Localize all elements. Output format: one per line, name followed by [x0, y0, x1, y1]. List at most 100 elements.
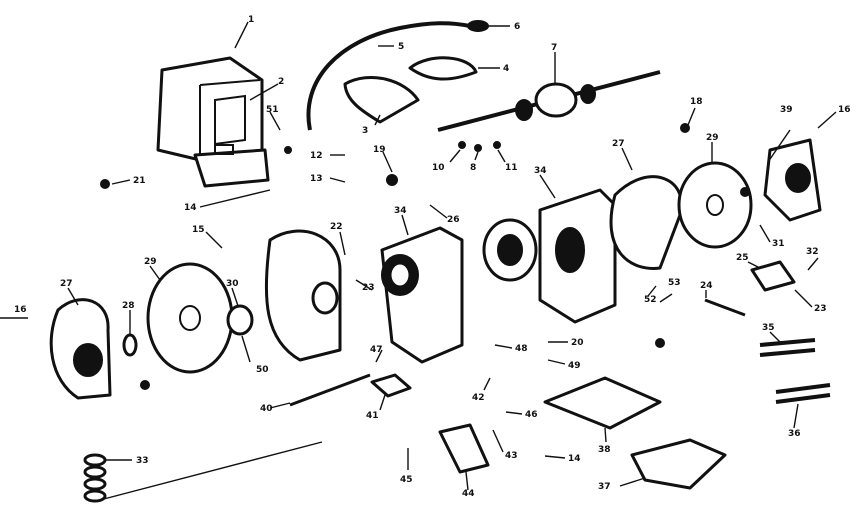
label-47-text: 47 [370, 345, 383, 355]
label-19: 19 [373, 145, 393, 173]
label-16a: 16 [0, 305, 28, 319]
label-23a: 23 [355, 279, 375, 293]
label-41: 41 [366, 394, 386, 421]
label-5: 5 [378, 42, 404, 52]
label-48-text: 48 [515, 344, 528, 354]
label-5-text: 5 [398, 42, 404, 52]
part-tray [630, 438, 727, 490]
part-motor-cover [156, 56, 270, 188]
label-25: 25 [736, 253, 761, 269]
label-6-text: 6 [514, 22, 520, 32]
label-29b: 29 [706, 133, 719, 163]
part-tool-rest-rod [704, 298, 746, 317]
label-35-text: 35 [762, 323, 775, 333]
label-13-text: 13 [310, 174, 323, 184]
label-3: 3 [362, 114, 381, 136]
label-28: 28 [122, 301, 135, 336]
part-washer-left [122, 333, 138, 357]
label-52: 52 [644, 293, 673, 305]
label-29a: 29 [144, 257, 161, 281]
label-14a-text: 14 [184, 203, 197, 213]
part-flange-left [226, 304, 254, 336]
label-30-text: 30 [226, 279, 239, 289]
label-49-text: 49 [568, 361, 581, 371]
label-40: 40 [260, 402, 291, 414]
label-20-text: 20 [571, 338, 584, 348]
label-36-text: 36 [788, 429, 801, 439]
label-23b: 23 [794, 289, 827, 314]
label-29b-text: 29 [706, 133, 719, 143]
label-46: 46 [505, 410, 538, 420]
part-left-wheel-guard [264, 229, 342, 362]
label-24-text: 24 [700, 281, 713, 291]
label-14b-text: 14 [568, 454, 581, 464]
label-40-text: 40 [260, 404, 273, 414]
label-43: 43 [492, 429, 518, 461]
label-12-text: 12 [310, 151, 323, 161]
label-34b: 34 [534, 166, 556, 199]
label-15-text: 15 [192, 225, 205, 235]
label-52-text: 52 [644, 295, 657, 305]
label-2-text: 2 [278, 77, 284, 87]
label-39-text: 39 [780, 105, 793, 115]
label-6: 6 [488, 22, 520, 32]
label-34a-text: 34 [394, 206, 407, 216]
label-51: 51 [266, 105, 281, 131]
label-27b-text: 27 [612, 139, 625, 149]
label-14a: 14 [184, 189, 271, 213]
part-left-end-cover [49, 298, 112, 400]
part-small-plate [370, 373, 412, 398]
label-49: 49 [547, 359, 581, 371]
label-51-text: 51 [266, 105, 279, 115]
label-47: 47 [370, 345, 383, 363]
label-20: 20 [548, 338, 584, 348]
label-34b-text: 34 [534, 166, 547, 176]
label-50: 50 [241, 335, 269, 375]
label-12: 12 [310, 151, 345, 161]
label-26: 26 [429, 204, 460, 225]
part-labels: 1 2 3 4 5 6 7 8 10 11 12 13 14 14 15 16 … [0, 15, 851, 499]
label-10: 10 [432, 149, 461, 173]
label-19-text: 19 [373, 145, 386, 155]
label-1-text: 1 [248, 15, 254, 25]
label-10-text: 10 [432, 163, 445, 173]
label-25-text: 25 [736, 253, 749, 263]
part-cover-plate [343, 76, 420, 124]
label-18: 18 [687, 97, 703, 126]
part-bracket [408, 56, 478, 81]
label-29a-text: 29 [144, 257, 157, 267]
part-base-plate [543, 376, 662, 430]
part-center-housing [380, 226, 464, 364]
label-38: 38 [598, 427, 611, 455]
label-48: 48 [494, 344, 528, 354]
label-44: 44 [462, 471, 475, 499]
part-right-housing [538, 188, 617, 324]
part-right-end-cover [763, 138, 822, 222]
label-16a-text: 16 [14, 305, 27, 315]
label-8: 8 [470, 151, 479, 173]
label-38-text: 38 [598, 445, 611, 455]
label-33: 33 [105, 456, 149, 466]
label-42-text: 42 [472, 393, 485, 403]
label-24: 24 [700, 281, 713, 298]
label-21-text: 21 [133, 176, 146, 186]
label-37: 37 [598, 477, 646, 492]
label-16b: 16 [817, 105, 851, 129]
label-30: 30 [226, 279, 239, 307]
label-22-text: 22 [330, 222, 343, 232]
label-28-text: 28 [122, 301, 135, 311]
label-35: 35 [762, 323, 781, 343]
label-23a-text: 23 [362, 283, 375, 293]
label-45: 45 [400, 448, 413, 485]
label-33-text: 33 [136, 456, 149, 466]
label-32-text: 32 [806, 247, 819, 257]
label-16b-text: 16 [838, 105, 851, 115]
label-32: 32 [806, 247, 819, 271]
label-53-text: 53 [668, 278, 681, 288]
part-right-grinding-wheel [677, 161, 753, 249]
label-4-text: 4 [503, 64, 509, 74]
label-31-text: 31 [772, 239, 785, 249]
label-53: 53 [647, 278, 681, 297]
label-50-text: 50 [256, 365, 269, 375]
